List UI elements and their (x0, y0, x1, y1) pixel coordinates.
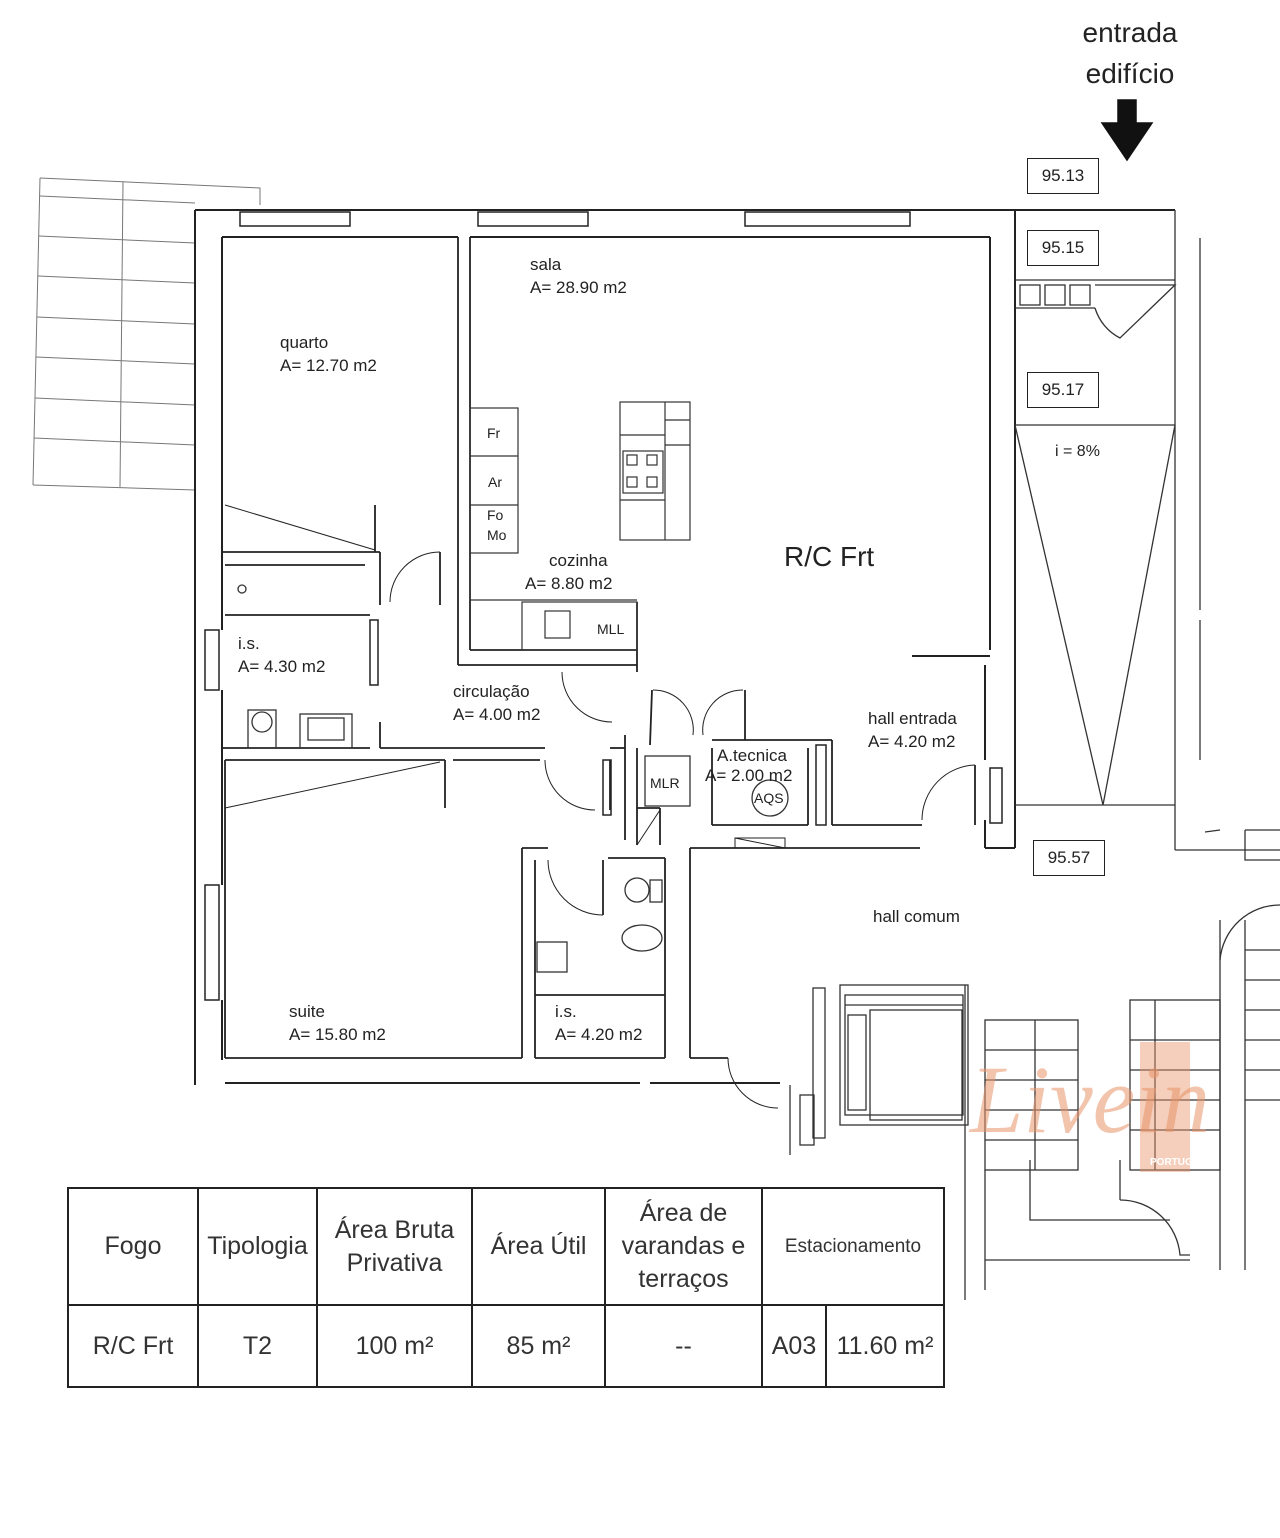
header-area-bruta: Área Bruta Privativa (316, 1187, 473, 1306)
cabinet-label: Ar (488, 474, 502, 490)
room-name: hall entrada (868, 709, 957, 728)
room-name: cozinha (549, 551, 608, 570)
room-name: i.s. (238, 634, 260, 653)
watermark-block (1140, 1042, 1190, 1172)
room-quarto: quarto A= 12.70 m2 (280, 331, 377, 377)
room-is-1: i.s. A= 4.30 m2 (238, 632, 325, 678)
room-name: i.s. (555, 1002, 577, 1021)
dishwasher-label: MLL (597, 621, 625, 637)
room-sala: sala A= 28.90 m2 (530, 253, 627, 299)
watermark-subtext: PORTUGAL (1150, 1157, 1207, 1168)
room-hall-entrada: hall entrada A= 4.20 m2 (868, 707, 957, 753)
room-hall-comum: hall comum (873, 907, 960, 926)
level-marker: 95.57 (1033, 840, 1105, 876)
microwave-label: Mo (487, 527, 507, 543)
bathroom-fixtures (237, 584, 789, 973)
entrance-line-2: edifício (1085, 58, 1175, 89)
room-area: A= 4.20 m2 (555, 1025, 643, 1044)
room-name: quarto (280, 333, 329, 352)
room-area: A= 4.30 m2 (238, 657, 326, 676)
room-area: A= 12.70 m2 (280, 356, 377, 375)
cell-area-bruta: 100 m² (316, 1304, 473, 1388)
room-cozinha: cozinha A= 8.80 m2 (525, 549, 612, 595)
room-suite: suite A= 15.80 m2 (289, 1000, 386, 1046)
room-name: sala (530, 255, 562, 274)
level-marker: 95.15 (1027, 230, 1099, 266)
header-tipologia: Tipologia (197, 1187, 318, 1306)
room-name: A.tecnica (717, 746, 787, 765)
kitchen-fixtures (469, 401, 691, 651)
watermark-text: Livein (970, 1046, 1210, 1153)
cell-tipologia: T2 (197, 1304, 318, 1388)
level-marker: 95.13 (1027, 158, 1099, 194)
unit-label: R/C Frt (784, 541, 875, 572)
cell-fogo: R/C Frt (67, 1304, 199, 1388)
deck-hatch (32, 177, 261, 491)
cell-parking-area: 11.60 m² (825, 1304, 945, 1388)
washer-label: MLR (650, 775, 680, 791)
water-heater-label: AQS (754, 790, 784, 806)
level-marker: 95.17 (1027, 372, 1099, 408)
room-area: A= 4.00 m2 (453, 705, 541, 724)
interior-walls (222, 237, 1003, 1109)
header-area-util: Área Útil (471, 1187, 606, 1306)
room-name: suite (289, 1002, 325, 1021)
ramp-slope-label: i = 8% (1055, 443, 1100, 460)
room-area: A= 8.80 m2 (525, 574, 613, 593)
room-area: A= 15.80 m2 (289, 1025, 386, 1044)
unit-info-table: Fogo Tipologia Área Bruta Privativa Área… (67, 1187, 945, 1388)
building-entrance-label: entrada edifício (1060, 12, 1200, 94)
outer-walls (194, 209, 1175, 1085)
table-header-row: Fogo Tipologia Área Bruta Privativa Área… (67, 1187, 945, 1306)
entrance-arrow (1100, 99, 1154, 162)
cell-area-util: 85 m² (471, 1304, 606, 1388)
header-varandas: Área de varandas e terraços (604, 1187, 763, 1306)
cell-varandas: -- (604, 1304, 763, 1388)
room-area: A= 2.00 m2 (705, 766, 793, 785)
cell-parking-code: A03 (761, 1304, 827, 1388)
table-row: R/C Frt T2 100 m² 85 m² -- A03 11.60 m² (67, 1304, 945, 1388)
room-atecnica: A.tecnica A= 2.00 m2 (705, 746, 792, 786)
room-area: A= 4.20 m2 (868, 732, 956, 751)
ramp-and-stairs (789, 210, 1280, 1300)
header-fogo: Fogo (67, 1187, 199, 1306)
oven-label: Fo (487, 507, 504, 523)
room-name: circulação (453, 682, 530, 701)
fridge-label: Fr (487, 425, 501, 441)
room-area: A= 28.90 m2 (530, 278, 627, 297)
livein-watermark: Livein PORTUGAL (970, 1040, 1225, 1175)
entrance-line-1: entrada (1082, 17, 1178, 48)
room-circulacao: circulação A= 4.00 m2 (453, 680, 540, 726)
room-is-2: i.s. A= 4.20 m2 (555, 1000, 642, 1046)
header-estacionamento: Estacionamento (761, 1187, 945, 1306)
